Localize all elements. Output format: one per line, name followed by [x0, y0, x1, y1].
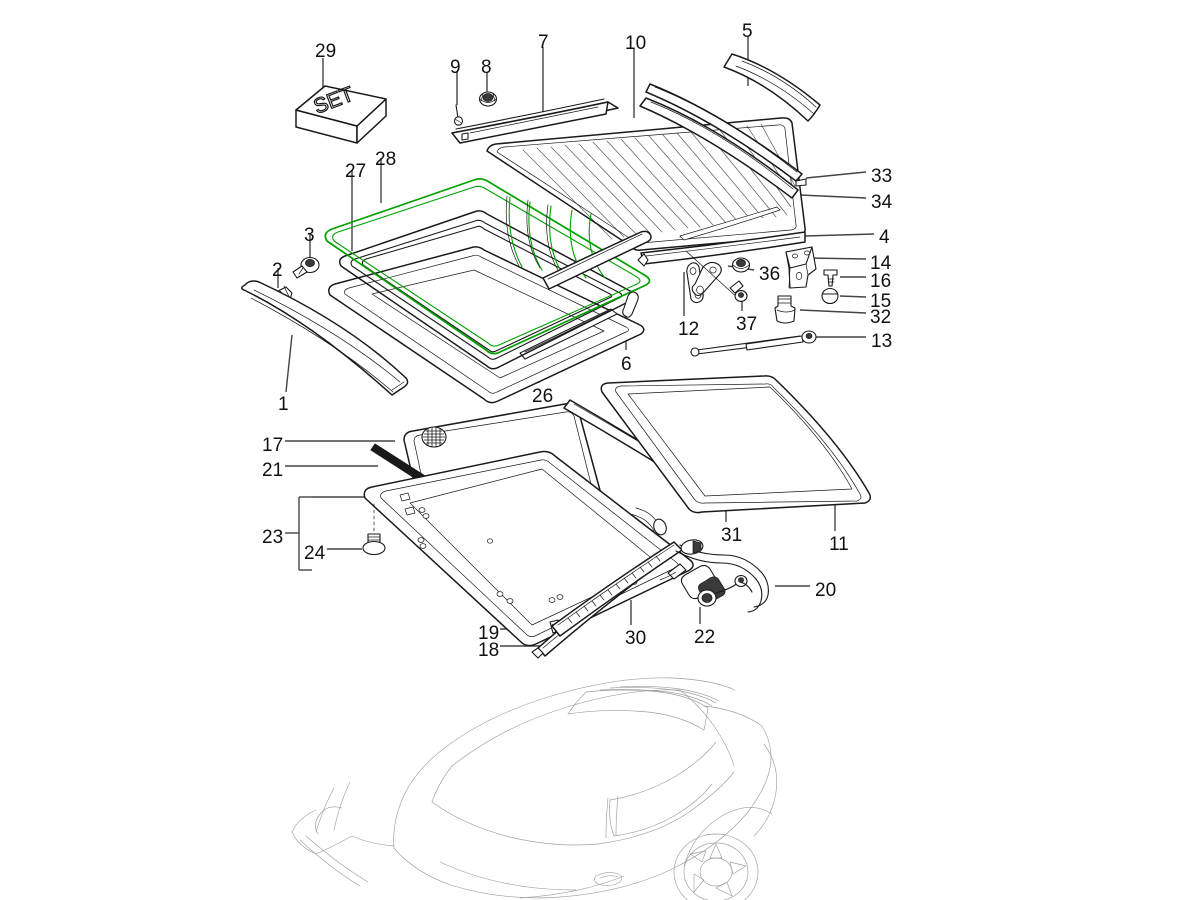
part-6-side-rail	[542, 230, 652, 318]
callout-number-16[interactable]: 16	[870, 271, 892, 292]
callout-number-8[interactable]: 8	[481, 57, 492, 78]
callout-number-6[interactable]: 6	[621, 354, 632, 375]
callout-number-15[interactable]: 15	[870, 291, 892, 312]
part-33-rail-strip	[645, 83, 807, 187]
callout-number-10[interactable]: 10	[625, 33, 647, 54]
callout-number-1[interactable]: 1	[278, 394, 289, 415]
part-11-roof-panel	[600, 375, 872, 514]
part-7-front-trim	[451, 98, 619, 144]
callout-number-21[interactable]: 21	[262, 460, 284, 481]
callout-number-5[interactable]: 5	[742, 21, 753, 42]
callout-number-32[interactable]: 32	[870, 307, 892, 328]
callout-number-22[interactable]: 22	[694, 627, 716, 648]
callout-number-23[interactable]: 23	[262, 527, 284, 548]
part-4-rear-trim	[637, 231, 806, 267]
part-36-nut	[731, 257, 751, 273]
part-5-roof-rail	[723, 53, 821, 122]
part-20-drain-hose	[675, 539, 769, 613]
part-26-lower-frame	[328, 246, 645, 404]
callout-number-36[interactable]: 36	[759, 264, 781, 285]
part-13-rod	[690, 330, 817, 357]
callout-number-20[interactable]: 20	[815, 580, 837, 601]
part-24-screw	[362, 503, 386, 556]
callout-number-18[interactable]: 18	[478, 640, 500, 661]
callout-number-29[interactable]: 29	[315, 41, 337, 62]
callout-number-37[interactable]: 37	[736, 314, 758, 335]
callout-number-24[interactable]: 24	[304, 543, 326, 564]
part-9-pin	[453, 104, 464, 126]
part-22-motor	[680, 564, 748, 607]
part-23-cassette-frame	[363, 450, 694, 647]
part-16-screw	[823, 269, 838, 287]
callout-number-4[interactable]: 4	[879, 227, 890, 248]
frame-fasteners	[399, 492, 638, 604]
callout-number-26[interactable]: 26	[532, 386, 554, 407]
part-10-glass-panel	[486, 117, 806, 251]
callout-number-11[interactable]: 11	[829, 534, 849, 555]
callout-number-31[interactable]: 31	[721, 525, 743, 546]
callout-number-30[interactable]: 30	[625, 628, 647, 649]
part-1-side-trim	[241, 280, 409, 396]
part-32-stud	[774, 295, 796, 324]
callout-number-27[interactable]: 27	[345, 161, 367, 182]
callout-number-13[interactable]: 13	[871, 331, 893, 352]
callout-number-14[interactable]: 14	[870, 253, 892, 274]
part-15-cap	[821, 287, 839, 305]
callout-number-17[interactable]: 17	[262, 435, 284, 456]
callout-number-28[interactable]: 28	[375, 149, 397, 170]
callout-number-33[interactable]: 33	[871, 166, 893, 187]
callout-number-12[interactable]: 12	[678, 319, 700, 340]
part-34-rail-strip	[639, 97, 799, 199]
vehicle-ghost-silhouette	[291, 677, 778, 900]
callout-number-7[interactable]: 7	[538, 32, 549, 53]
callout-number-34[interactable]: 34	[871, 192, 893, 213]
part-14-bracket	[785, 246, 817, 289]
part-8-nut	[478, 91, 498, 107]
part-3-bolt	[292, 256, 320, 279]
callout-number-9[interactable]: 9	[450, 57, 461, 78]
sunshade-mesh-detail	[421, 426, 447, 448]
part-29-set-box: SET	[295, 82, 387, 144]
callout-number-2[interactable]: 2	[272, 260, 283, 281]
part-37-linkage-lever	[685, 250, 748, 302]
callout-number-19[interactable]: 19	[478, 623, 500, 644]
callout-number-3[interactable]: 3	[304, 225, 315, 246]
